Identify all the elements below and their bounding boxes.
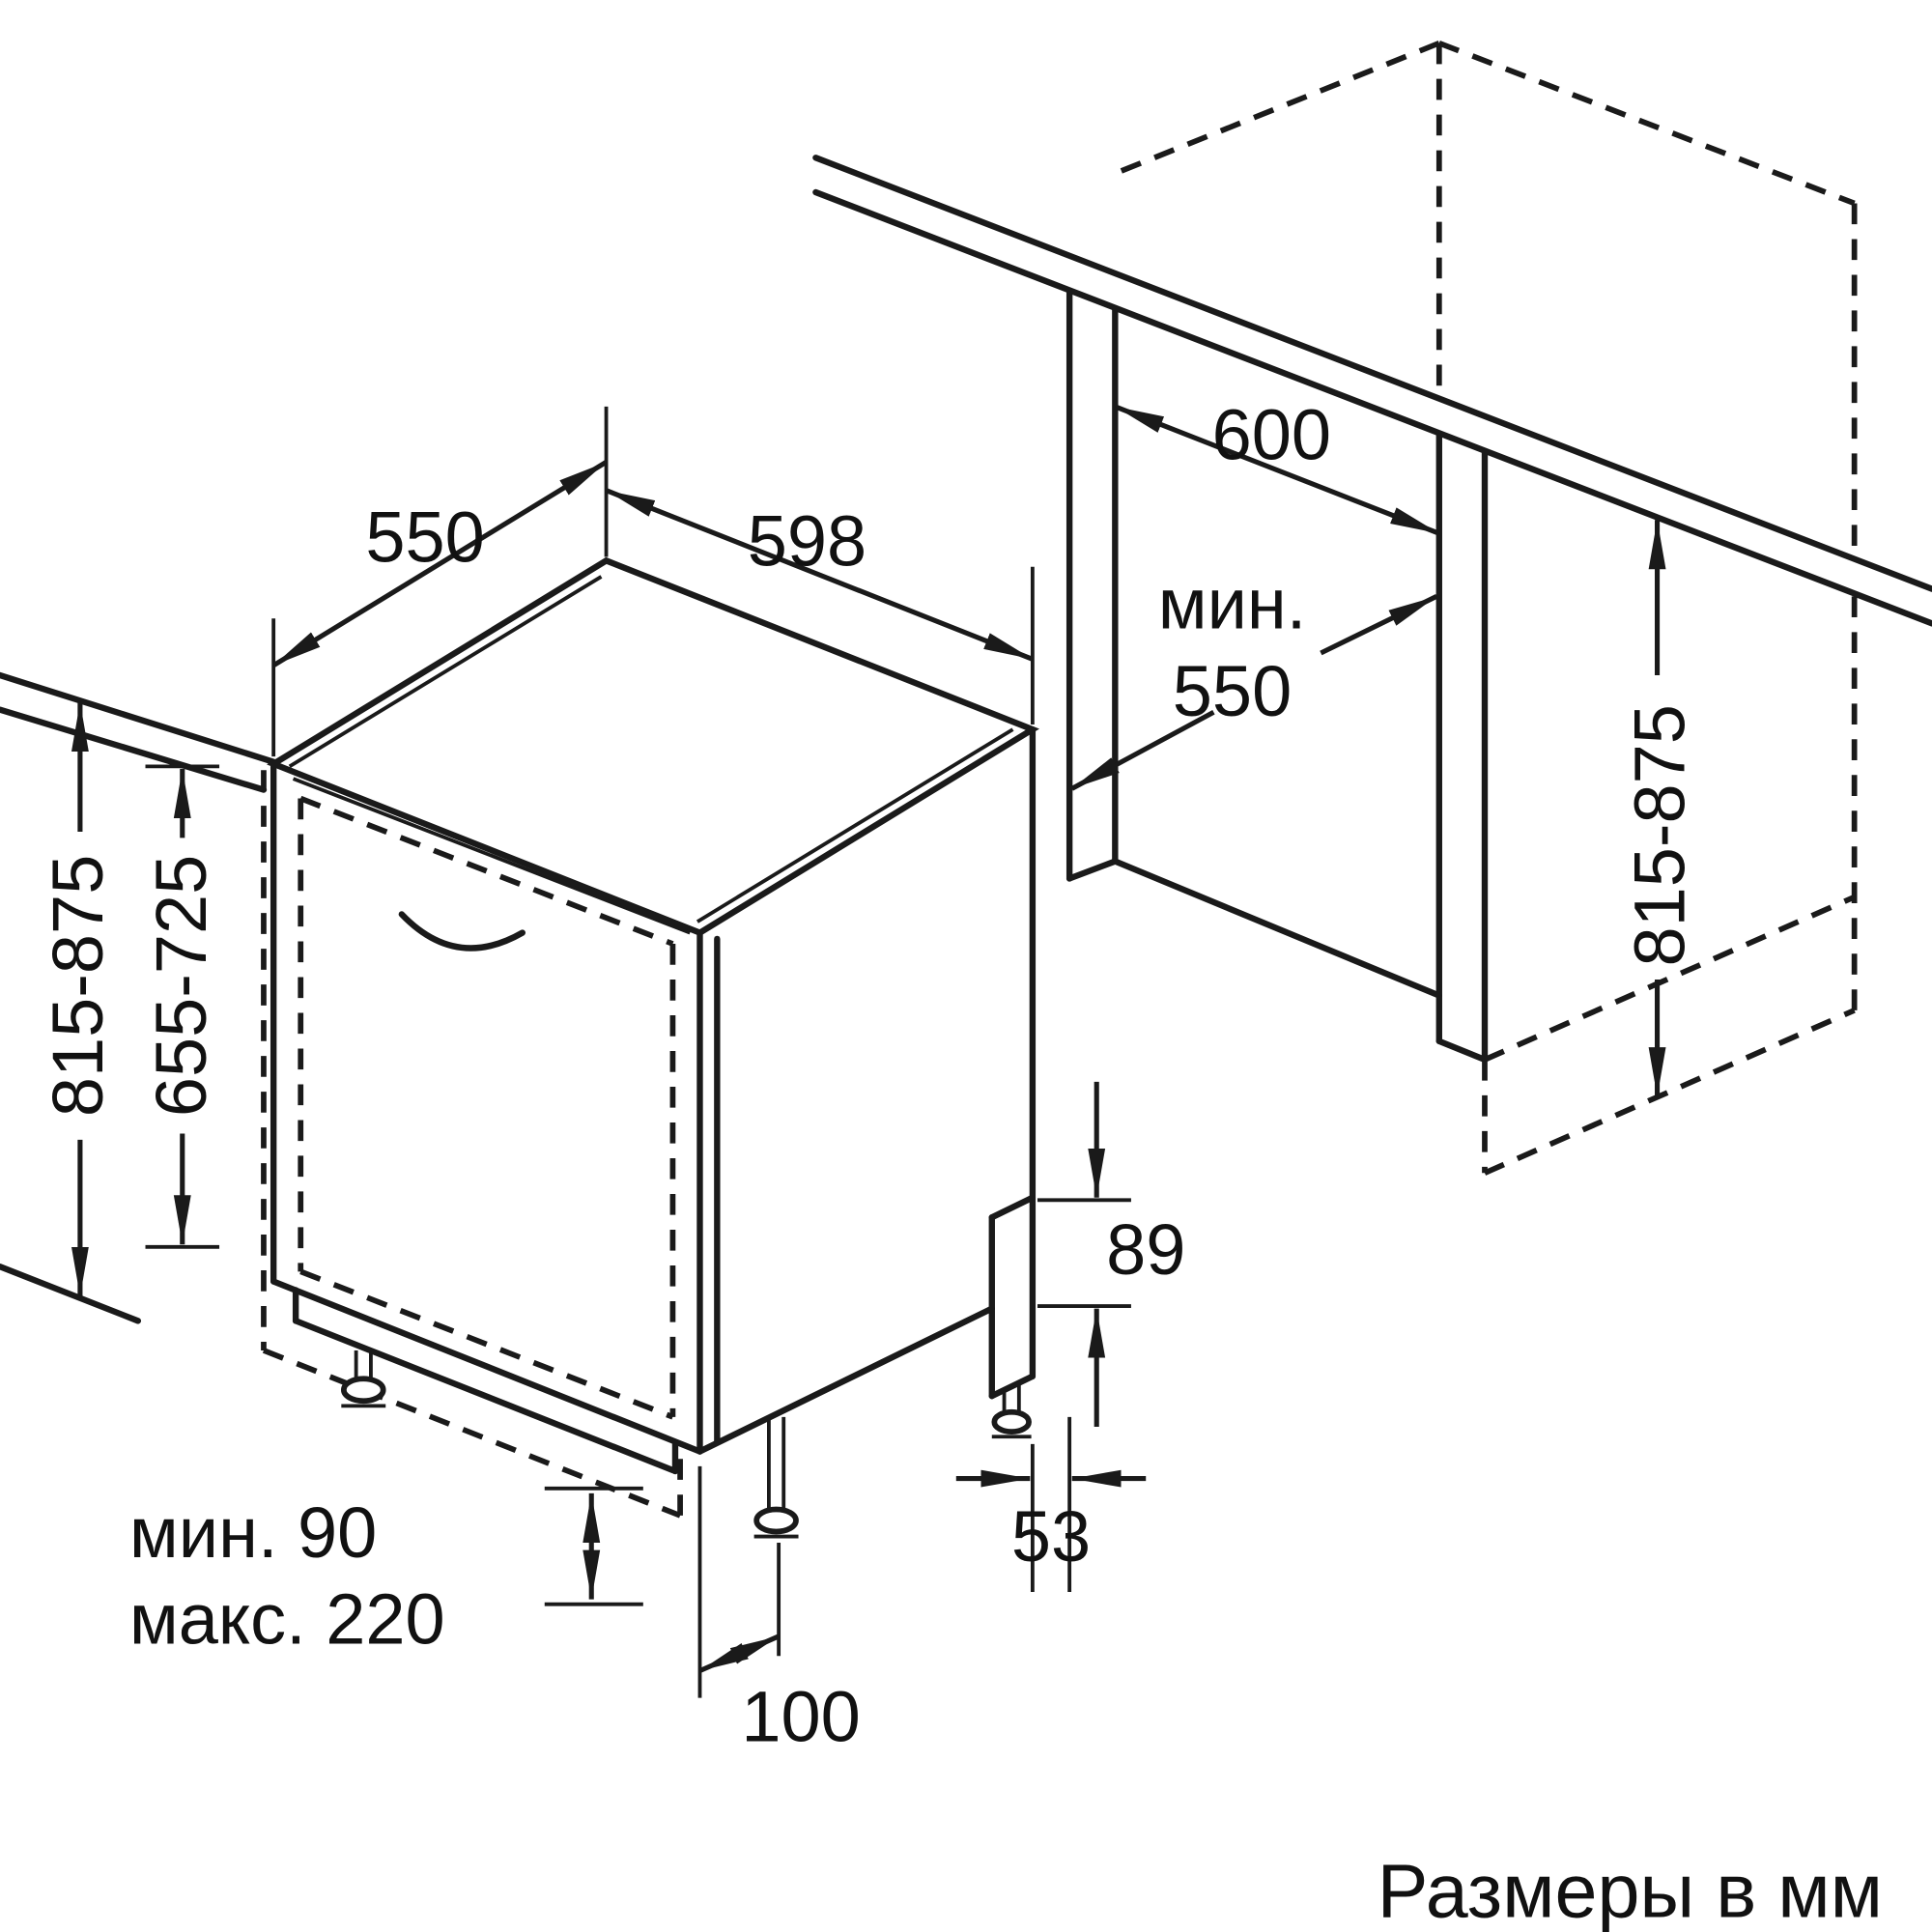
dim-min550-arrow-left <box>1070 709 1215 791</box>
dim-label-plinth-max: макс. 220 <box>129 1579 445 1660</box>
dim-label-rear-step-height: 89 <box>1106 1209 1185 1290</box>
dimension-labels: 550 598 600 мин. 550 815-875 655-725 815… <box>38 395 1700 1757</box>
dim-min550-arrow-right <box>1320 594 1438 656</box>
rear-right-foot <box>991 1408 1032 1435</box>
dim-600-arrow <box>1114 404 1440 536</box>
dim-label-appliance-height: 815-875 <box>38 855 118 1117</box>
dim-label-door-panel-height: 655-725 <box>141 855 221 1117</box>
dishwasher-body <box>267 556 1039 1475</box>
dim-label-plinth-min: мин. 90 <box>129 1492 377 1573</box>
niche-solid <box>812 155 1932 1064</box>
dim-label-top-width: 598 <box>748 500 867 581</box>
dim-label-front-foot-offset: 100 <box>741 1676 860 1756</box>
adjustable-feet <box>340 1350 1032 1539</box>
dim-label-top-depth: 550 <box>365 497 484 578</box>
front-right-foot <box>753 1506 799 1535</box>
dimension-arrows <box>71 404 1666 1673</box>
dim-label-niche-depth-min-value: 550 <box>1173 651 1292 731</box>
dim-label-rear-gap: 53 <box>1011 1496 1091 1577</box>
dim-550-arrow <box>271 460 608 668</box>
left-countertop-lines <box>0 671 279 1324</box>
dim-label-niche-width: 600 <box>1212 395 1331 475</box>
niche-hidden-edges <box>1110 40 1858 1176</box>
dim-label-niche-height: 815-875 <box>1620 704 1700 966</box>
dim-598-arrow <box>605 488 1034 662</box>
door-handle <box>398 911 526 952</box>
dim-100-arrow <box>698 1634 781 1673</box>
front-left-foot <box>340 1376 386 1405</box>
units-note: Размеры в мм <box>1378 1848 1883 1932</box>
dim-label-niche-depth-min-word: мин. <box>1158 564 1307 644</box>
